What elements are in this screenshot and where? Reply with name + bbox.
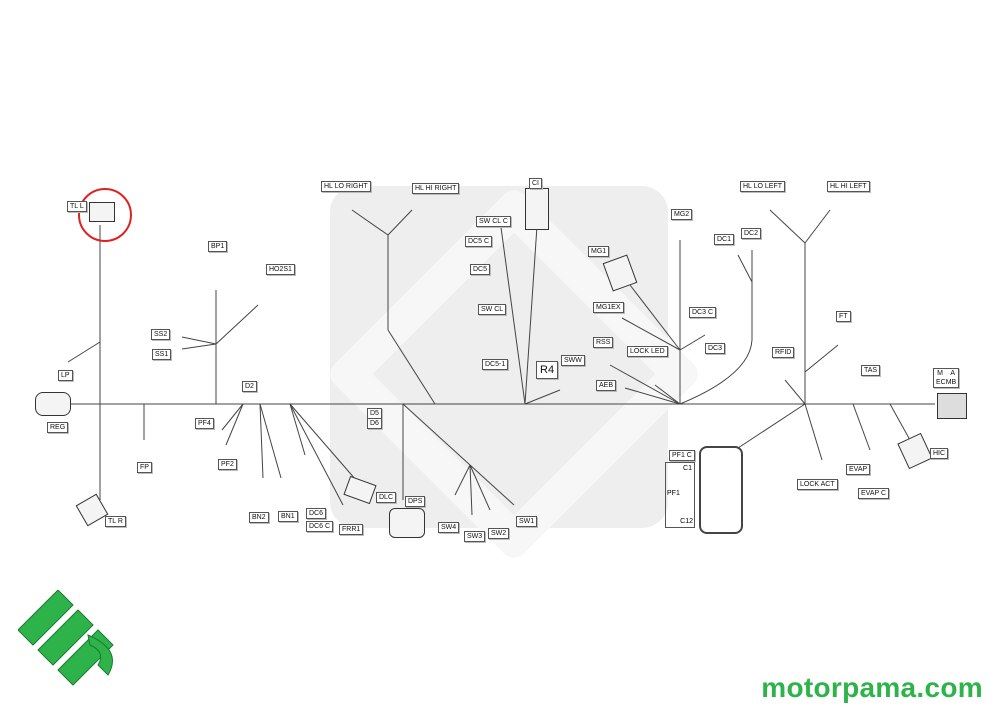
pf1-label: PF1 xyxy=(667,490,680,497)
label-ho2s1: HO2S1 xyxy=(266,264,295,275)
pf1-pin-box: C1 PF1 C12 xyxy=(665,462,695,528)
label-dc5: DC5 xyxy=(470,264,491,275)
watermark-text: motorpama.com xyxy=(761,672,983,703)
label-dc3-c: DC3 C xyxy=(689,307,717,318)
label-m-a: M A xyxy=(937,370,956,377)
label-lock-act: LOCK ACT xyxy=(797,479,838,490)
label-bp1: BP1 xyxy=(208,241,228,252)
label-sw2: SW2 xyxy=(488,528,510,539)
label-rfid: RFID xyxy=(772,347,795,358)
label-dc3: DC3 xyxy=(705,343,726,354)
label-d6: D6 xyxy=(367,418,382,429)
connector-ci[interactable] xyxy=(525,188,549,230)
label-ss2: SS2 xyxy=(151,329,171,340)
label-hl-hi-right: HL HI RIGHT xyxy=(412,183,460,194)
label-sw-cl: SW CL xyxy=(478,304,507,315)
label-r4: R4 xyxy=(536,361,559,379)
label-frr1: FRR1 xyxy=(339,524,364,535)
label-dc2: DC2 xyxy=(741,228,762,239)
label-ecmb-text: ECMB xyxy=(936,379,957,386)
wire-lp xyxy=(67,341,101,363)
label-hic: HIC xyxy=(930,448,949,459)
connector-tl-l[interactable] xyxy=(89,202,115,222)
pf1-c12: C12 xyxy=(680,518,693,525)
label-ft: FT xyxy=(836,311,851,322)
label-dc5-c: DC5 C xyxy=(465,236,493,247)
label-dc1: DC1 xyxy=(714,234,735,245)
label-tl-r: TL R xyxy=(105,516,126,527)
label-ss1: SS1 xyxy=(152,349,172,360)
label-dc6: DC6 xyxy=(306,508,327,519)
label-sw-cl-c: SW CL C xyxy=(476,216,511,227)
motorpama-logo xyxy=(18,590,114,686)
label-mg2: MG2 xyxy=(671,209,693,220)
wire-pf xyxy=(221,403,244,431)
label-reg: REG xyxy=(47,422,69,433)
connector-pf1[interactable] xyxy=(699,446,743,534)
label-pf1-c: PF1 C xyxy=(669,450,695,461)
pf1-c1: C1 xyxy=(683,465,692,472)
label-sw1: SW1 xyxy=(516,516,538,527)
label-dps: DPS xyxy=(405,496,426,507)
label-mg1ex: MG1EX xyxy=(593,302,624,313)
wire-ho2s1 xyxy=(215,304,259,345)
watermark-background xyxy=(330,186,668,528)
connector-dps[interactable] xyxy=(389,508,425,538)
label-sww: SWW xyxy=(561,355,585,366)
highlight-circle xyxy=(78,188,132,242)
label-tl-l: TL L xyxy=(67,201,87,212)
label-hl-lo-left: HL LO LEFT xyxy=(740,181,786,192)
label-dc5-1: DC5-1 xyxy=(482,359,509,370)
label-sw3: SW3 xyxy=(464,531,486,542)
label-evap-c: EVAP C xyxy=(858,488,890,499)
label-d2: D2 xyxy=(242,381,257,392)
label-ecmb: M A ECMB xyxy=(933,368,960,388)
label-hl-hi-left: HL HI LEFT xyxy=(827,181,870,192)
label-ci: CI xyxy=(529,178,542,189)
label-bn1: BN1 xyxy=(278,511,298,522)
label-pf4: PF4 xyxy=(195,418,214,429)
connector-reg[interactable] xyxy=(35,392,71,416)
label-rss: RSS xyxy=(593,337,614,348)
connector-ecmb[interactable] xyxy=(937,393,967,419)
label-lp: LP xyxy=(58,370,73,381)
label-pf2: PF2 xyxy=(218,459,237,470)
label-mg1: MG1 xyxy=(588,246,610,257)
label-hl-lo-right: HL LO RIGHT xyxy=(321,181,371,192)
label-dc6-c: DC6 C xyxy=(306,521,334,532)
label-aeb: AEB xyxy=(596,380,617,391)
label-tas: TAS xyxy=(861,365,881,376)
label-bn2: BN2 xyxy=(249,512,269,523)
label-sw4: SW4 xyxy=(438,522,460,533)
label-evap: EVAP xyxy=(846,464,871,475)
label-lock-led: LOCK LED xyxy=(627,346,668,357)
label-dlc: DLC xyxy=(376,492,397,503)
label-fp: FP xyxy=(137,462,152,473)
